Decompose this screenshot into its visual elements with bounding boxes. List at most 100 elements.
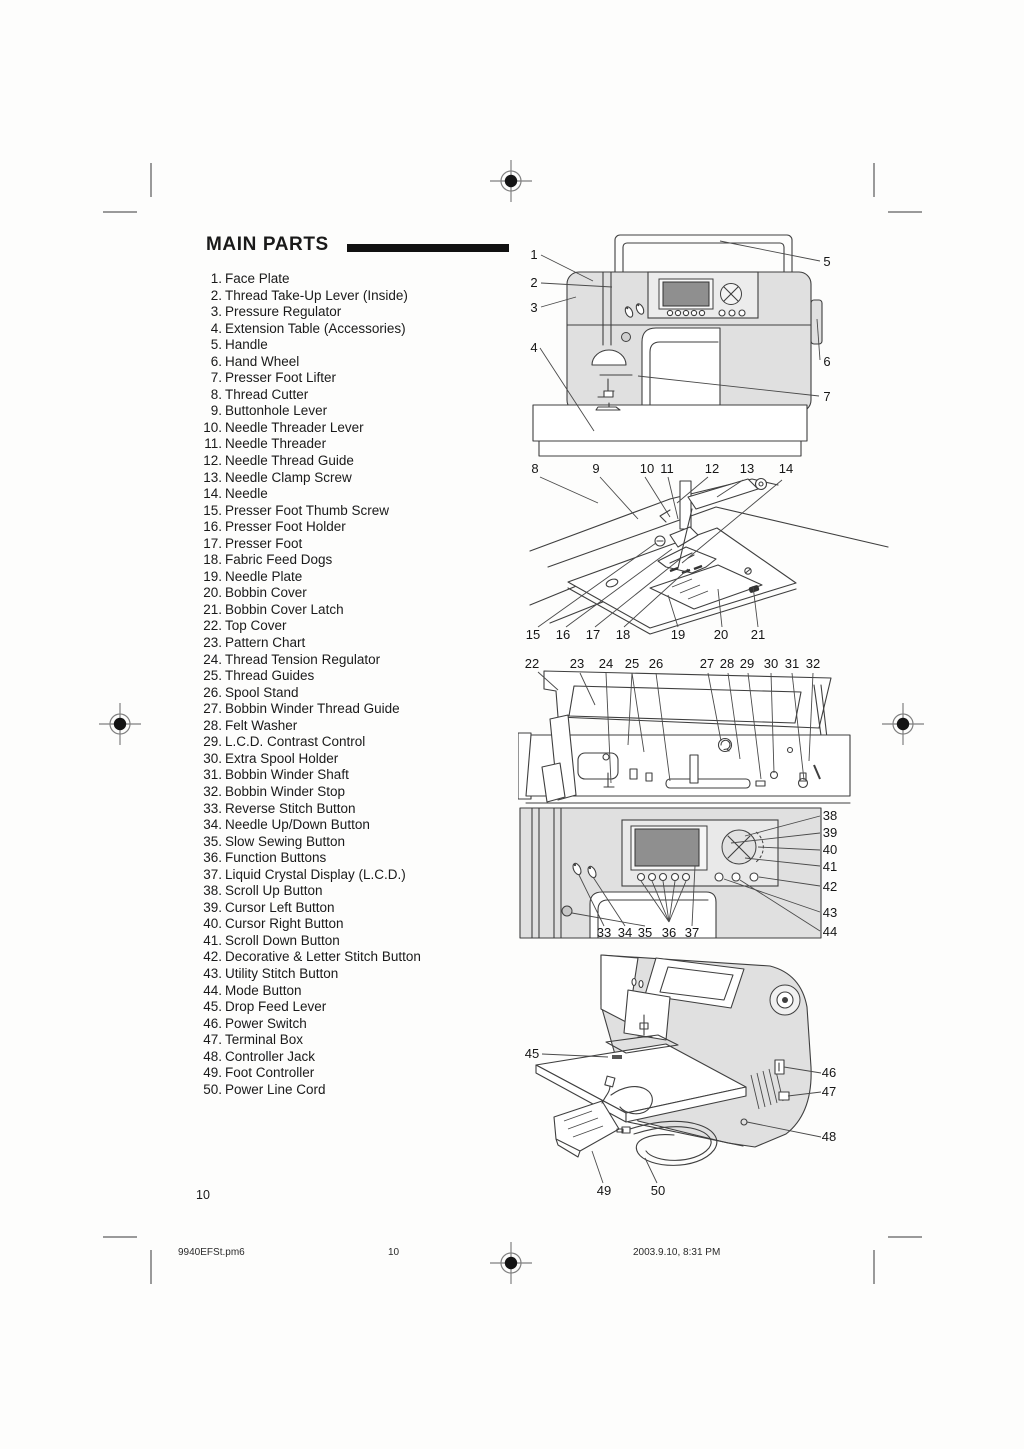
list-item: 35.Slow Sewing Button [203, 833, 346, 849]
list-item: 16.Presser Foot Holder [203, 519, 346, 535]
callout-label: 27 [700, 656, 714, 671]
callout-label: 10 [640, 461, 654, 476]
list-item: 33.Reverse Stitch Button [203, 800, 356, 816]
list-item: 14.Needle [203, 486, 268, 502]
terminal-box [778, 1091, 790, 1101]
list-item: 36.Function Buttons [203, 850, 327, 866]
control-panel-outline [519, 807, 822, 939]
needle-area-outline [529, 477, 889, 635]
callout-label: 15 [526, 627, 540, 642]
callout-lines [537, 671, 814, 784]
diagram-needle-area: 8 9 10 11 12 13 14 15 16 17 18 19 20 21 [526, 461, 889, 642]
crop-mark [150, 1250, 152, 1284]
list-item: 20.Bobbin Cover [203, 585, 307, 601]
callout-label: 39 [823, 825, 837, 840]
registration-mark-icon [882, 703, 924, 745]
slow-sewing-button [561, 905, 573, 917]
list-item: 3.Pressure Regulator [210, 304, 342, 320]
crop-mark [888, 211, 922, 213]
title-rule [347, 244, 509, 252]
footer-page-number: 10 [388, 1247, 400, 1258]
function-button [636, 872, 646, 882]
list-item: 15.Presser Foot Thumb Screw [203, 502, 390, 518]
callout-lines [541, 1053, 822, 1184]
tension-regulator [603, 772, 615, 788]
callout-label: 13 [740, 461, 754, 476]
callout-lines [571, 815, 821, 932]
list-item: 18.Fabric Feed Dogs [203, 552, 333, 568]
callout-label: 42 [823, 879, 837, 894]
function-button [681, 872, 691, 882]
callout-label: 21 [751, 627, 765, 642]
crop-mark [888, 1236, 922, 1238]
list-item: 38.Scroll Up Button [203, 883, 323, 899]
list-item: 46.Power Switch [203, 1015, 307, 1031]
callout-label: 44 [823, 924, 837, 939]
list-item: 50.Power Line Cord [203, 1081, 326, 1097]
felt-washer [755, 780, 766, 787]
function-button [647, 872, 657, 882]
callout-label: 12 [705, 461, 719, 476]
list-item: 41.Scroll Down Button [203, 932, 340, 948]
list-item: 22.Top Cover [203, 618, 287, 634]
list-item: 49.Foot Controller [203, 1065, 315, 1081]
diagram-top-cover-open: 22 23 24 25 26 27 28 29 30 31 32 [518, 656, 851, 804]
callout-label: 7 [823, 389, 830, 404]
list-item: 6.Hand Wheel [210, 353, 300, 369]
list-item: 4.Extension Table (Accessories) [210, 320, 406, 336]
list-item: 34.Needle Up/Down Button [203, 817, 370, 833]
thread-cutter-mark [621, 332, 631, 342]
list-item: 12.Needle Thread Guide [203, 453, 354, 469]
list-item: 43.Utility Stitch Button [203, 965, 339, 981]
callout-label: 31 [785, 656, 799, 671]
callout-label: 47 [822, 1084, 836, 1099]
callout-label: 5 [823, 254, 830, 269]
pattern-chart [568, 685, 802, 724]
function-button [658, 872, 668, 882]
callout-label: 36 [662, 925, 676, 940]
callout-label: 41 [823, 859, 837, 874]
list-item: 47.Terminal Box [203, 1032, 304, 1048]
list-item: 45.Drop Feed Lever [203, 999, 327, 1015]
crop-mark [873, 163, 875, 197]
callout-label: 3 [530, 300, 537, 315]
callout-label: 26 [649, 656, 663, 671]
list-item: 40.Cursor Right Button [203, 916, 344, 932]
list-item: 17.Presser Foot [203, 535, 303, 551]
callout-label: 20 [714, 627, 728, 642]
list-item: 31.Bobbin Winder Shaft [203, 767, 349, 783]
needle-updown-button [587, 865, 597, 879]
callout-label: 19 [671, 627, 685, 642]
callout-label: 16 [556, 627, 570, 642]
list-item: 7.Presser Foot Lifter [210, 370, 337, 386]
callout-label: 46 [822, 1065, 836, 1080]
list-item: 48.Controller Jack [203, 1048, 316, 1064]
callout-label: 8 [531, 461, 538, 476]
page-title: MAIN PARTS [206, 234, 329, 255]
callout-label: 29 [740, 656, 754, 671]
top-cover [644, 957, 745, 1009]
crop-mark [873, 1250, 875, 1284]
foot-controller [553, 1100, 620, 1152]
footer-timestamp: 2003.9.10, 8:31 PM [633, 1247, 721, 1258]
callout-label: 38 [823, 808, 837, 823]
list-item: 11.Needle Threader [204, 436, 327, 452]
list-item: 27.Bobbin Winder Thread Guide [203, 701, 400, 717]
callout-label: 43 [823, 905, 837, 920]
callout-label: 6 [823, 354, 830, 369]
spool-stand [665, 778, 751, 789]
lcd-screen [662, 281, 710, 307]
callout-label: 40 [823, 842, 837, 857]
callout-label: 49 [597, 1183, 611, 1198]
list-item: 24.Thread Tension Regulator [203, 651, 381, 667]
callout-label: 33 [597, 925, 611, 940]
callout-label: 25 [625, 656, 639, 671]
callout-label: 4 [530, 340, 537, 355]
callout-lines [537, 476, 783, 628]
callout-lines [539, 240, 821, 432]
list-item: 42.Decorative & Letter Stitch Button [203, 949, 421, 965]
rear-view-outline [535, 954, 812, 1166]
list-item: 10.Needle Threader Lever [203, 419, 364, 435]
list-item: 25.Thread Guides [203, 668, 315, 684]
callout-label: 17 [586, 627, 600, 642]
